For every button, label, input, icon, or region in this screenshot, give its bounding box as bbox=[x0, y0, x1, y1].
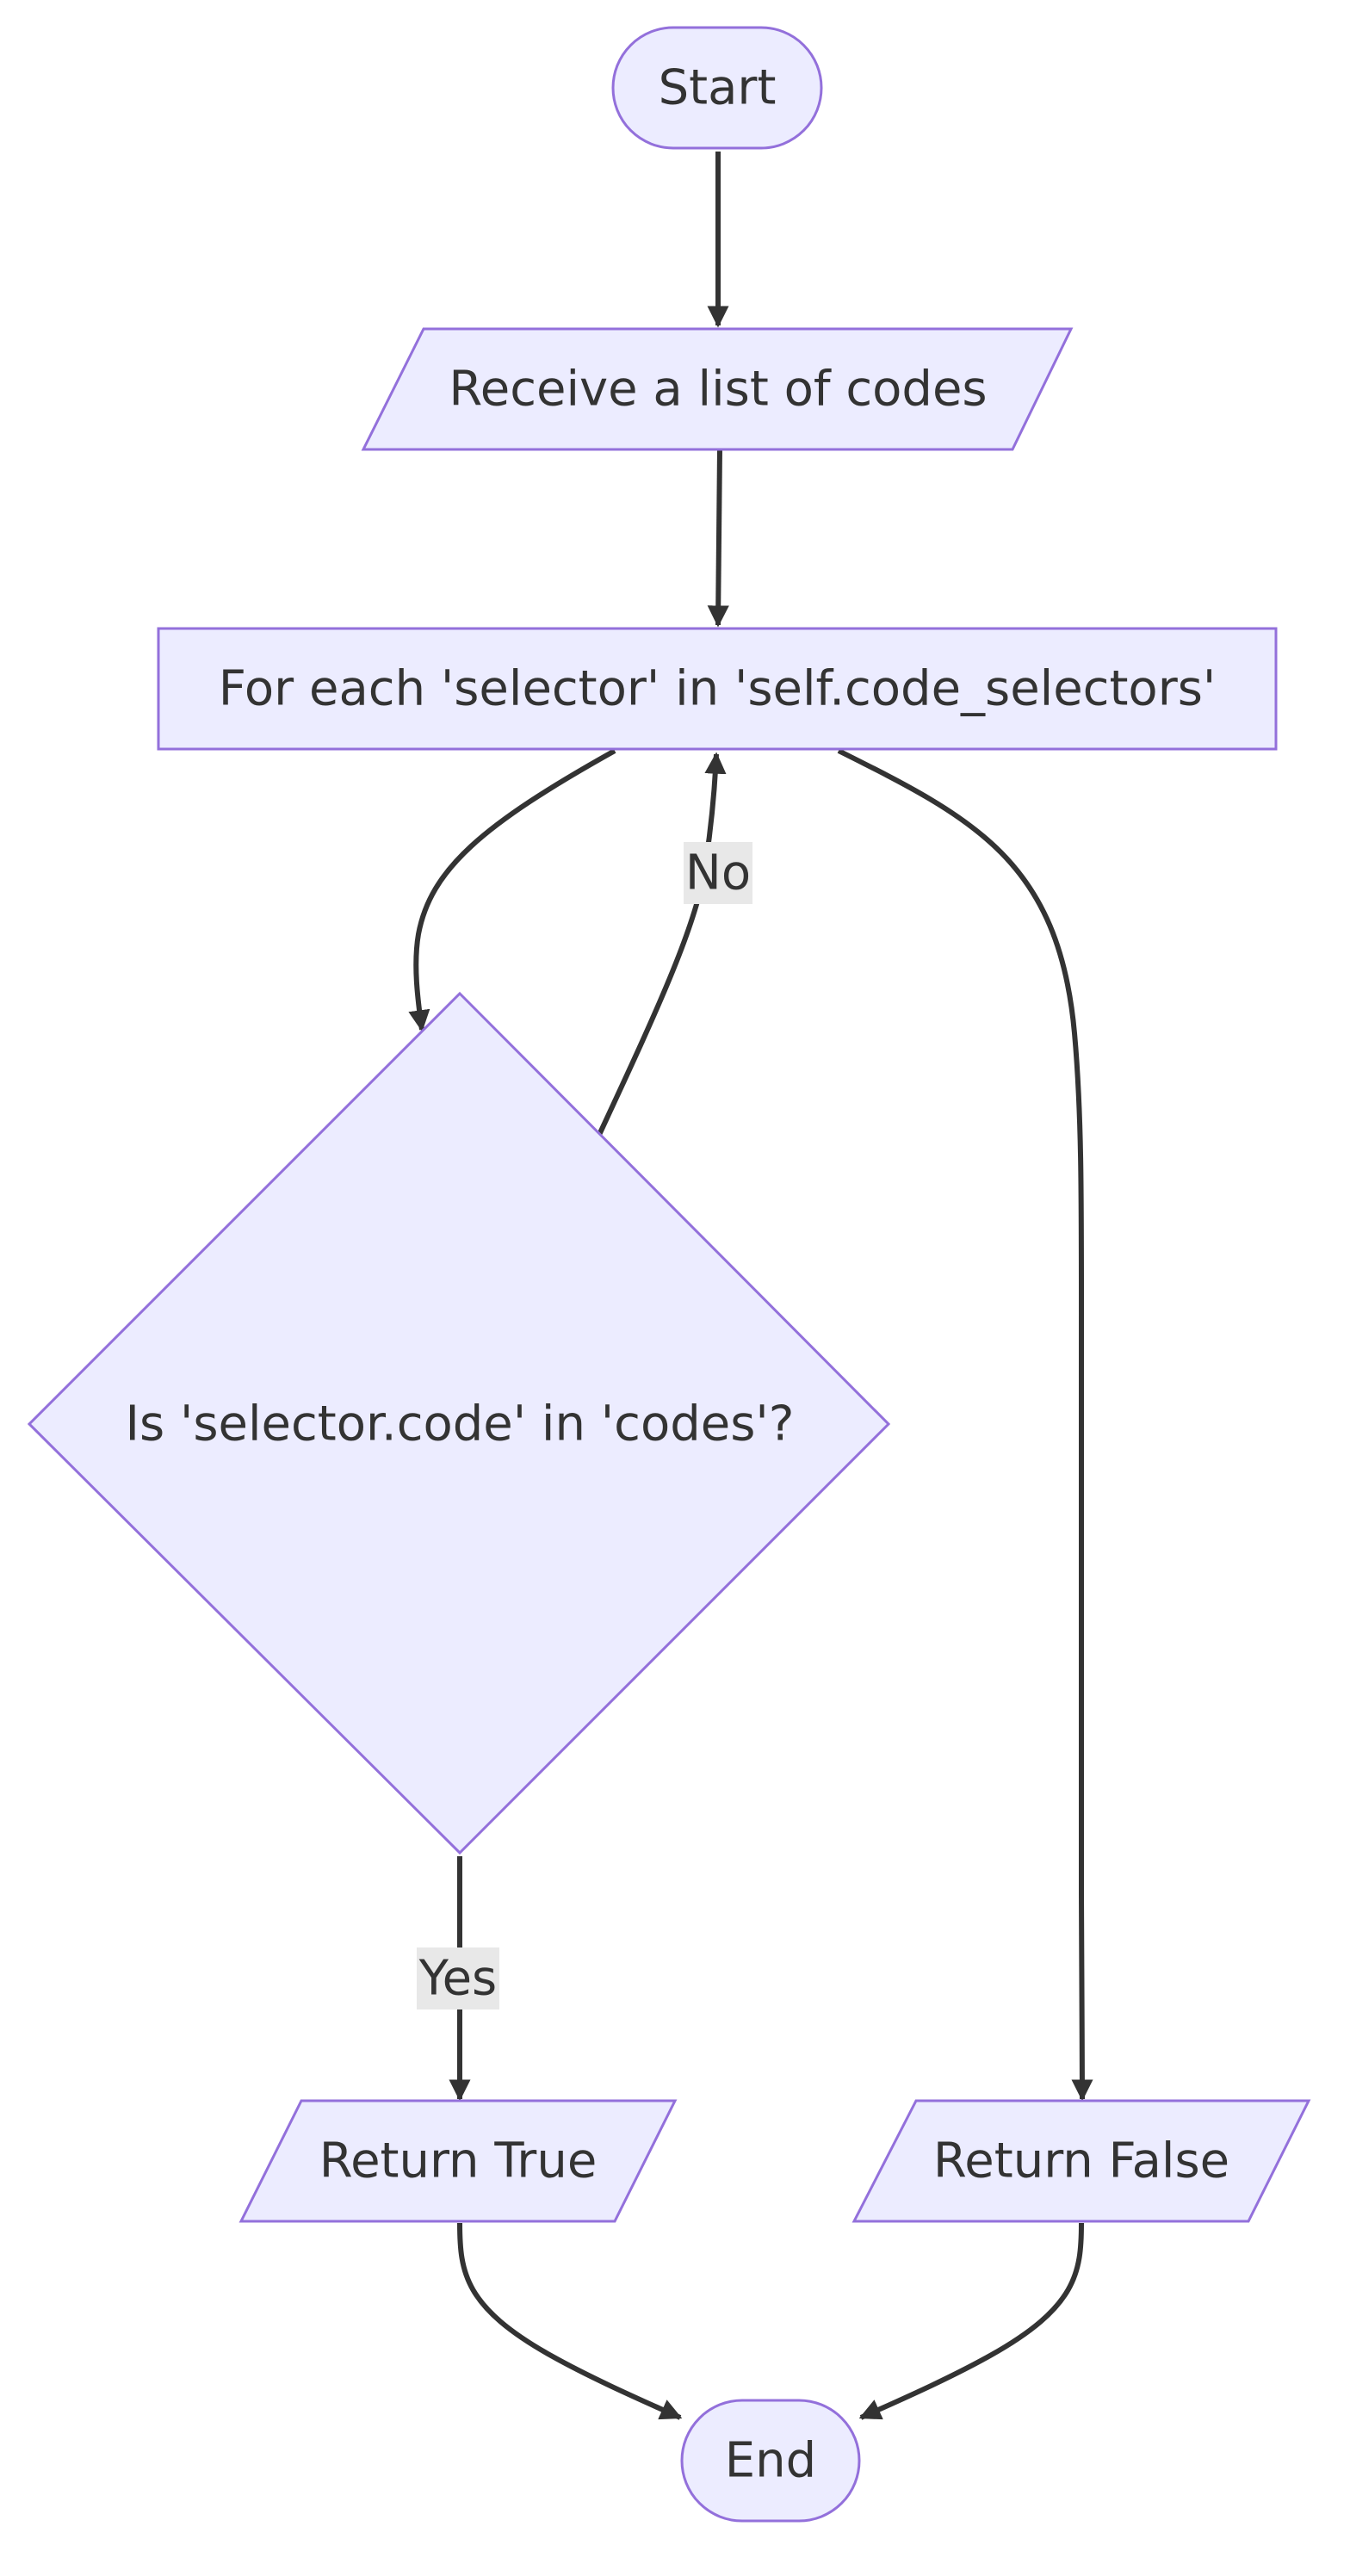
decision-node: Is 'selector.code' in 'codes'? bbox=[27, 991, 891, 1855]
loop-node: For each 'selector' in 'self.code_select… bbox=[157, 627, 1278, 751]
start-node: Start bbox=[611, 26, 823, 150]
receive-codes-node-label: Receive a list of codes bbox=[449, 362, 987, 418]
return-false-node-label: Return False bbox=[933, 2133, 1229, 2189]
end-node: End bbox=[680, 2399, 861, 2523]
edge-loop-to-return-false bbox=[837, 748, 1093, 2102]
start-node-label: Start bbox=[659, 60, 777, 116]
edge-decision-no-to-loop bbox=[597, 752, 727, 1136]
edge-label-no-text: No bbox=[685, 845, 751, 901]
loop-node-label: For each 'selector' in 'self.code_select… bbox=[219, 661, 1217, 717]
receive-codes-node: Receive a list of codes bbox=[361, 327, 1074, 451]
edge-receive-to-loop bbox=[707, 449, 729, 628]
decision-node-label: Is 'selector.code' in 'codes'? bbox=[125, 1396, 794, 1452]
return-false-node: Return False bbox=[851, 2099, 1311, 2223]
return-true-node: Return True bbox=[238, 2099, 678, 2223]
return-true-node-label: Return True bbox=[319, 2133, 598, 2189]
edge-label-yes: Yes bbox=[417, 1947, 499, 2009]
edge-return-false-to-end bbox=[858, 2222, 1084, 2420]
edge-label-yes-text: Yes bbox=[418, 1951, 497, 2007]
end-node-label: End bbox=[725, 2433, 816, 2489]
edge-loop-to-decision bbox=[408, 748, 616, 1032]
edge-return-true-to-end bbox=[457, 2222, 683, 2420]
edge-label-no: No bbox=[684, 842, 752, 904]
